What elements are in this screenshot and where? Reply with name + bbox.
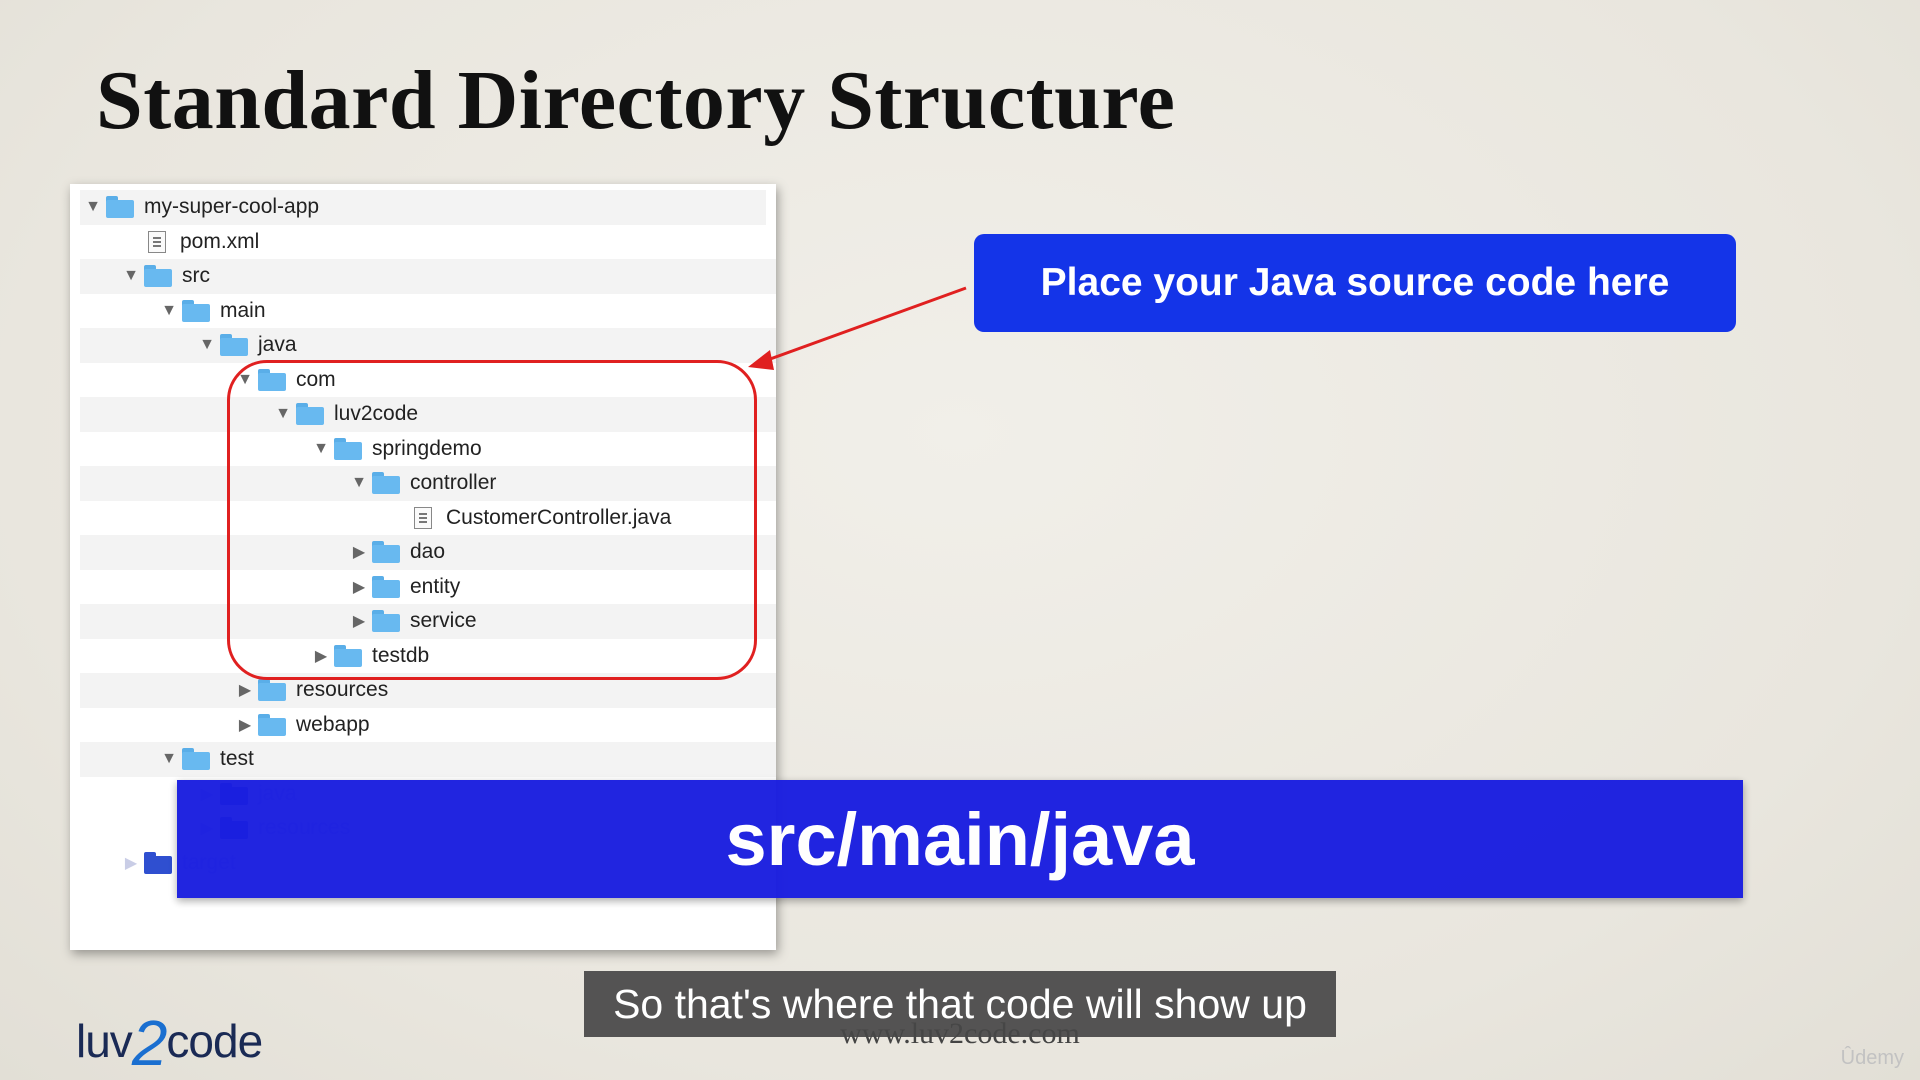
tree-row-label: dao [410, 540, 446, 564]
caption-subtitle: So that's where that code will show up [584, 971, 1336, 1037]
tree-row[interactable]: ▼ my-super-cool-app [80, 190, 766, 225]
tree-row[interactable]: ▶ entity [80, 570, 776, 605]
tree-row-label: test [220, 747, 254, 771]
tree-row[interactable]: ▼ src [80, 259, 776, 294]
disclosure-right-icon[interactable]: ▶ [124, 854, 138, 872]
folder-icon [372, 472, 400, 495]
disclosure-down-icon[interactable]: ▼ [275, 405, 291, 423]
disclosure-down-icon[interactable]: ▼ [351, 474, 367, 492]
tree-row-label: testdb [372, 643, 430, 667]
tree-row[interactable]: pom.xml [80, 225, 776, 260]
folder-icon [372, 541, 400, 564]
disclosure-down-icon[interactable]: ▼ [161, 301, 177, 319]
tree-row-label: CustomerController.java [446, 505, 672, 529]
tree-row-label: service [410, 609, 477, 633]
tree-row-label: luv2code [334, 402, 419, 426]
tree-row[interactable]: CustomerController.java [80, 501, 776, 536]
disclosure-down-icon[interactable]: ▼ [313, 439, 329, 457]
logo-text-right: code [166, 1015, 263, 1067]
luv2code-logo: luv2code [76, 998, 263, 1079]
folder-icon [220, 334, 248, 357]
folder-icon [144, 851, 172, 874]
folder-icon [334, 437, 362, 460]
tree-row-label: pom.xml [180, 229, 260, 253]
tree-row[interactable]: ▶ testdb [80, 639, 776, 674]
tree-row[interactable]: ▼ java [80, 328, 776, 363]
logo-text-mid: 2 [131, 1007, 168, 1079]
highlight-ring [227, 360, 757, 680]
tree-row[interactable]: ▼ springdemo [80, 432, 776, 467]
folder-icon [372, 575, 400, 598]
folder-icon [106, 196, 134, 219]
file-icon [414, 506, 432, 529]
tree-row[interactable]: ▶ service [80, 604, 776, 639]
disclosure-down-icon[interactable]: ▼ [199, 336, 215, 354]
tree-row-label: src [182, 264, 210, 288]
disclosure-down-icon[interactable]: ▼ [85, 198, 101, 216]
folder-icon [334, 644, 362, 667]
file-icon [148, 230, 166, 253]
slide-title: Standard Directory Structure [96, 54, 1176, 147]
callout-box: Place your Java source code here [974, 234, 1736, 332]
disclosure-down-icon[interactable]: ▼ [123, 267, 139, 285]
tree-row-label: my-super-cool-app [144, 195, 320, 219]
logo-text-left: luv [76, 1015, 133, 1067]
disclosure-right-icon[interactable]: ▶ [352, 613, 366, 631]
disclosure-right-icon[interactable]: ▶ [238, 682, 252, 700]
tree-row[interactable]: ▼ luv2code [80, 397, 776, 432]
tree-row-label: resources [296, 678, 389, 702]
tree-row-label: webapp [296, 712, 370, 736]
folder-icon [182, 299, 210, 322]
folder-icon [144, 265, 172, 288]
tree-row-label: springdemo [372, 436, 482, 460]
tree-row-label: com [296, 367, 336, 391]
tree-row[interactable]: ▼ controller [80, 466, 776, 501]
disclosure-right-icon[interactable]: ▶ [352, 544, 366, 562]
disclosure-right-icon[interactable]: ▶ [352, 578, 366, 596]
tree-row-label: main [220, 298, 266, 322]
tree-row[interactable]: ▼ test [80, 742, 776, 777]
disclosure-down-icon[interactable]: ▼ [161, 750, 177, 768]
folder-icon [372, 610, 400, 633]
udemy-watermark: Ûdemy [1840, 1047, 1904, 1069]
tree-row-label: controller [410, 471, 497, 495]
folder-icon [182, 748, 210, 771]
disclosure-right-icon[interactable]: ▶ [238, 716, 252, 734]
folder-icon [296, 403, 324, 426]
disclosure-right-icon[interactable]: ▶ [314, 647, 328, 665]
folder-icon [258, 679, 286, 702]
folder-icon [258, 713, 286, 736]
tree-row[interactable]: ▶ dao [80, 535, 776, 570]
tree-row[interactable]: ▶ webapp [80, 708, 776, 743]
tree-row-label: java [258, 333, 297, 357]
tree-row[interactable]: ▼ main [80, 294, 776, 329]
tree-row-label: entity [410, 574, 461, 598]
path-banner: src/main/java [177, 780, 1743, 898]
